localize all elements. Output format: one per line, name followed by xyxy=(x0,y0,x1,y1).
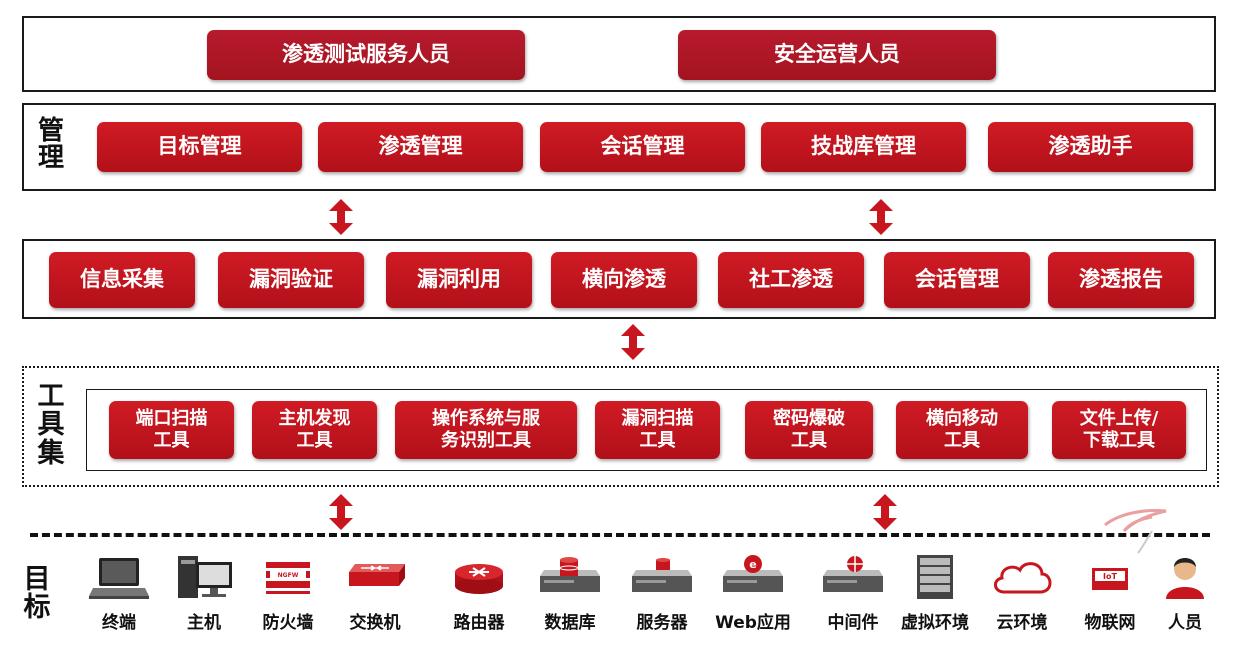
iot-badge: IoT xyxy=(1103,572,1117,581)
person-icon xyxy=(1151,552,1219,602)
target-virtual-env[interactable]: 虚拟环境 xyxy=(890,552,980,633)
phase-session-management[interactable]: 会话管理 xyxy=(884,252,1030,308)
mgmt-target-management[interactable]: 目标管理 xyxy=(97,122,302,172)
middleware-icon xyxy=(819,552,887,602)
target-switch[interactable]: 交换机 xyxy=(330,552,420,633)
tool-lateral-movement[interactable]: 横向移动工具 xyxy=(896,401,1028,459)
mgmt-pentest-management[interactable]: 渗透管理 xyxy=(318,122,523,172)
targets-separator xyxy=(30,533,1210,537)
target-iot[interactable]: IoT 物联网 xyxy=(1065,552,1155,633)
firewall-icon: NGFW xyxy=(254,552,322,602)
phase-social-engineering[interactable]: 社工渗透 xyxy=(718,252,864,308)
desktop-icon xyxy=(170,552,238,602)
target-web-app[interactable]: e Web应用 xyxy=(708,552,798,633)
target-database[interactable]: 数据库 xyxy=(525,552,615,633)
mgmt-pentest-assistant[interactable]: 渗透助手 xyxy=(988,122,1193,172)
target-router[interactable]: 路由器 xyxy=(434,552,524,633)
arrow-tools-targets-right xyxy=(873,494,897,530)
server-icon xyxy=(628,552,696,602)
arrow-mgmt-phases-right xyxy=(869,199,893,235)
arrow-mgmt-phases-left xyxy=(329,199,353,235)
laptop-icon xyxy=(85,552,153,602)
phase-vuln-verification[interactable]: 漏洞验证 xyxy=(218,252,364,308)
iot-device-icon: IoT xyxy=(1076,552,1144,602)
cloud-icon xyxy=(988,552,1056,602)
mgmt-tactics-library[interactable]: 技战库管理 xyxy=(761,122,966,172)
tool-vuln-scan[interactable]: 漏洞扫描工具 xyxy=(595,401,720,459)
firewall-badge: NGFW xyxy=(278,572,299,579)
server-rack-icon xyxy=(901,552,969,602)
web-server-icon: e xyxy=(719,552,787,602)
role-security-ops[interactable]: 安全运营人员 xyxy=(678,30,996,80)
target-middleware[interactable]: 中间件 xyxy=(808,552,898,633)
management-label: 管理 xyxy=(37,116,64,174)
tool-host-discovery[interactable]: 主机发现工具 xyxy=(252,401,377,459)
tool-port-scan[interactable]: 端口扫描工具 xyxy=(109,401,234,459)
phase-pentest-report[interactable]: 渗透报告 xyxy=(1048,252,1194,308)
decorative-swoosh xyxy=(1104,509,1167,554)
target-host[interactable]: 主机 xyxy=(159,552,249,633)
target-personnel[interactable]: 人员 xyxy=(1140,552,1230,633)
arrow-phases-tools xyxy=(621,324,645,360)
mgmt-session-management[interactable]: 会话管理 xyxy=(540,122,745,172)
database-server-icon xyxy=(536,552,604,602)
web-app-badge: e xyxy=(749,558,756,571)
target-server[interactable]: 服务器 xyxy=(617,552,707,633)
role-pentest-staff[interactable]: 渗透测试服务人员 xyxy=(207,30,525,80)
arrow-tools-targets-left xyxy=(329,494,353,530)
targets-label: 目标 xyxy=(23,564,51,624)
roles-panel xyxy=(22,16,1216,92)
tool-password-cracking[interactable]: 密码爆破工具 xyxy=(745,401,873,459)
switch-icon xyxy=(341,552,409,602)
phase-lateral-movement[interactable]: 横向渗透 xyxy=(551,252,697,308)
target-firewall[interactable]: NGFW 防火墙 xyxy=(243,552,333,633)
router-icon xyxy=(445,552,513,602)
target-cloud[interactable]: 云环境 xyxy=(977,552,1067,633)
toolset-label: 工具集 xyxy=(37,381,65,469)
phase-vuln-exploitation[interactable]: 漏洞利用 xyxy=(386,252,532,308)
target-terminal[interactable]: 终端 xyxy=(74,552,164,633)
tool-file-upload-download[interactable]: 文件上传/下载工具 xyxy=(1052,401,1186,459)
tool-os-service-detection[interactable]: 操作系统与服务识别工具 xyxy=(395,401,577,459)
phase-info-gathering[interactable]: 信息采集 xyxy=(49,252,195,308)
